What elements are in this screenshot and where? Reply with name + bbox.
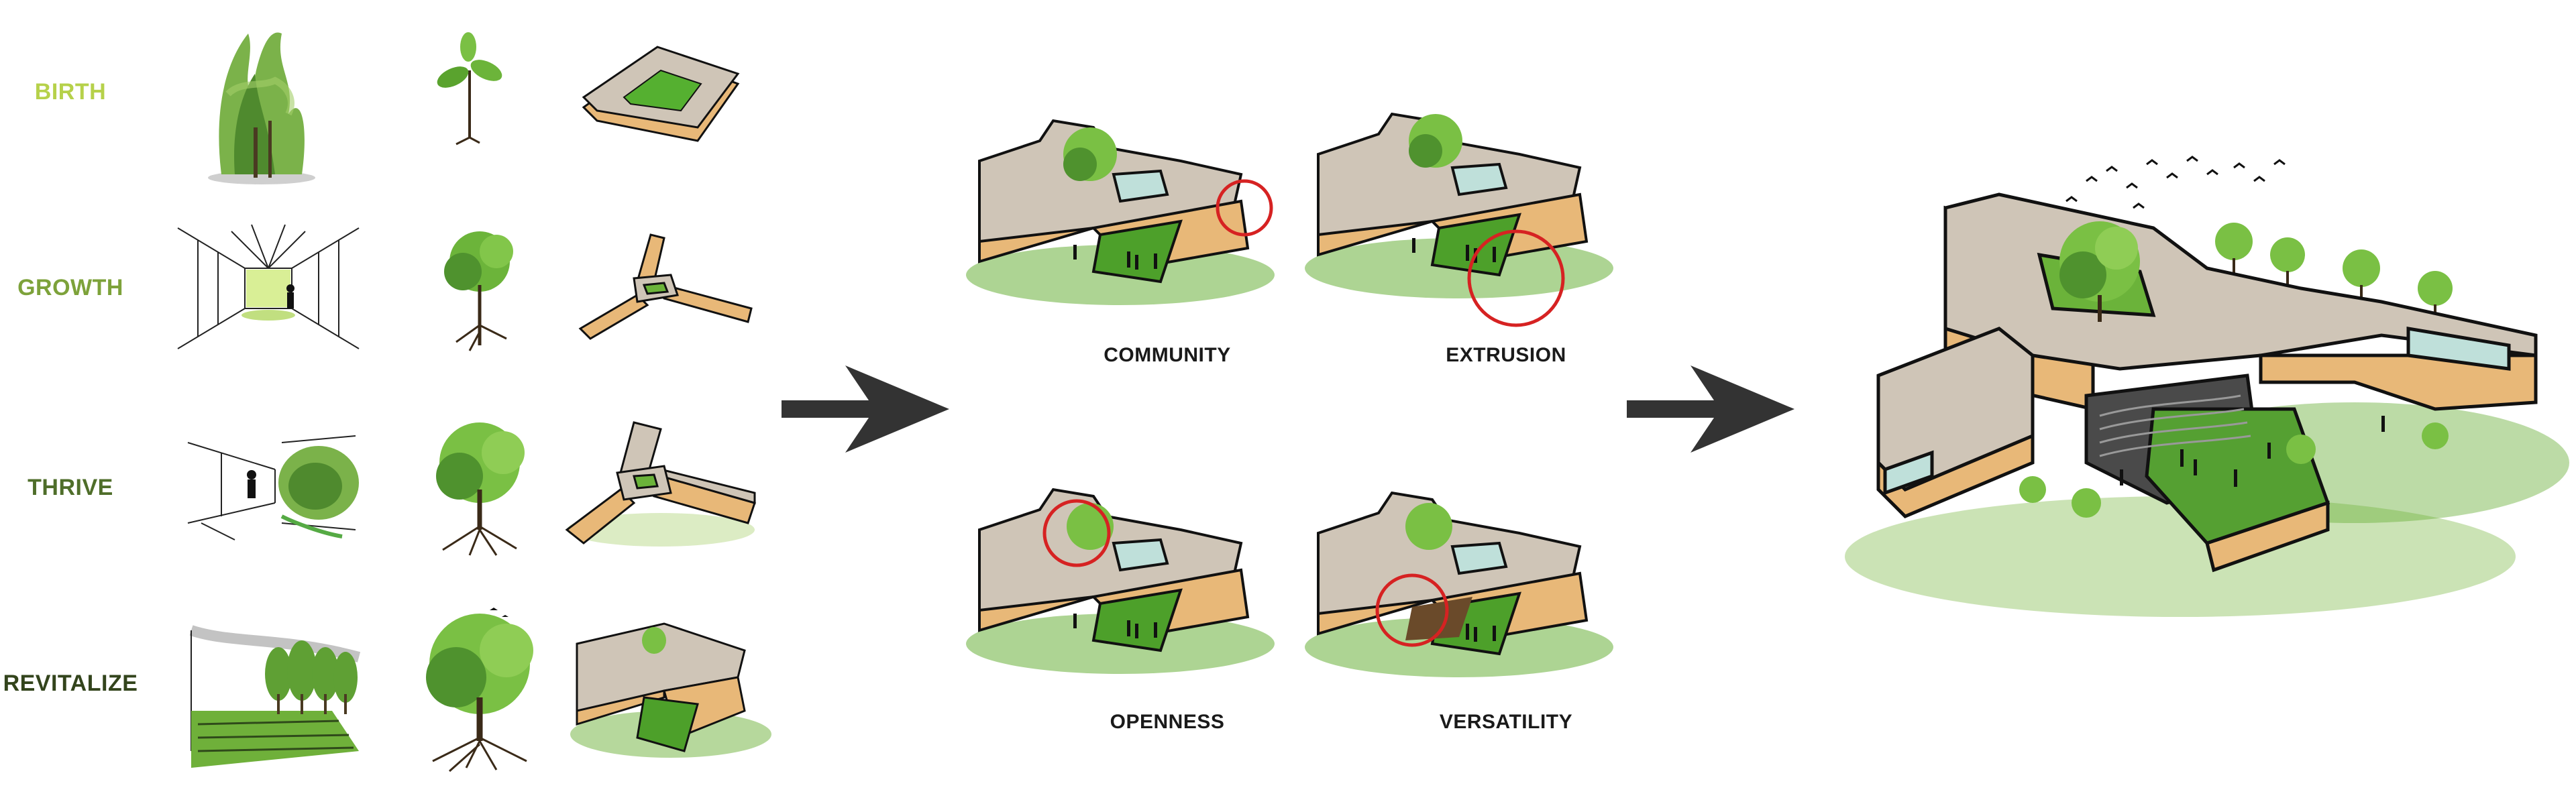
row-label-growth: GROWTH — [17, 275, 123, 300]
caption-extrusion: EXTRUSION — [1446, 344, 1566, 366]
highlight-circle-openness — [1042, 499, 1111, 567]
plant-tree-thrive — [416, 416, 543, 557]
plant-seedling-birth — [429, 30, 510, 146]
massing-tri-wing-growth — [570, 228, 758, 349]
highlight-circle-community — [1216, 179, 1273, 237]
plant-sapling-growth — [429, 225, 530, 352]
arrow-right-1 — [782, 365, 949, 453]
plant-mature-tree-revitalize — [409, 604, 550, 773]
massing-thick-wings-thrive — [560, 416, 761, 550]
row-label-revitalize: REVITALIZE — [3, 671, 138, 696]
massing-ring-birth — [570, 46, 751, 148]
model-extrusion — [1298, 94, 1620, 327]
sketch-garden-thrive — [181, 422, 362, 543]
caption-openness: OPENNESS — [1110, 711, 1225, 733]
highlight-circle-versatility — [1375, 573, 1449, 647]
row-label-birth: BIRTH — [34, 79, 107, 105]
model-community — [959, 101, 1281, 306]
highlight-circle-extrusion — [1467, 229, 1565, 327]
sketch-terraces-revitalize — [178, 617, 366, 771]
caption-versatility: VERSATILITY — [1439, 711, 1573, 733]
final-building-perspective — [1831, 154, 2569, 624]
sketch-forest-birth — [201, 13, 322, 188]
caption-community: COMMUNITY — [1104, 344, 1231, 366]
row-label-thrive: THRIVE — [28, 475, 113, 500]
arrow-right-2 — [1627, 365, 1794, 453]
sketch-corridor-growth — [171, 221, 366, 355]
massing-final-revitalize — [564, 604, 785, 764]
model-versatility — [1298, 473, 1620, 679]
model-openness — [959, 469, 1281, 675]
